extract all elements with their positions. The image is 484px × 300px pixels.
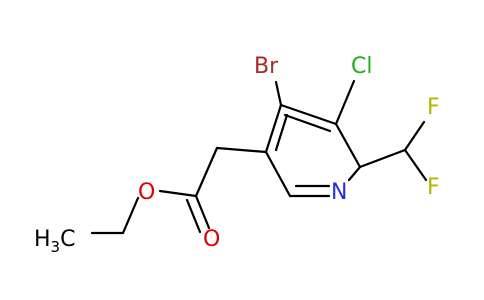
bond-c4-c3 [279,103,338,126]
bond-carbonyl-c-o [194,194,211,230]
bond-carbonyl-c-o-double [185,198,202,234]
bond-o-ch2-ethyl [121,196,140,235]
atom-br-label: Br [254,54,279,79]
bond-carbonyl-c-o-ester [158,189,198,198]
atom-f-top-label: F [427,95,440,120]
bond-chf2-f-top [403,120,426,152]
bond-c4-br [274,80,283,107]
atom-cl-label: Cl [351,54,372,79]
bond-chf2-f-bottom [403,148,428,182]
bond-c3-cl [334,79,356,126]
bond-c5-c4-inner [274,113,289,152]
bond-c4-c3-inner [283,113,332,133]
atom-o-ester-label: O [138,180,155,205]
bond-c5-ch2 [215,146,268,154]
atom-ch3-tail: C [60,227,75,252]
atom-ch3-main: H [34,227,51,252]
bond-c6-c5 [264,150,292,198]
bond-c2-n [347,165,362,182]
bond-c3-c2 [334,122,362,169]
atom-ch3-subscript: 3 [51,238,61,256]
bond-ch2-carbonyl-c [194,146,219,198]
atom-ch3-label: H3C [34,227,75,256]
atom-o-carbonyl-label: O [203,227,220,252]
atom-f-bottom-label: F [427,175,440,200]
bond-c2-chf2 [358,148,407,169]
bond-c5-c4 [264,103,283,154]
atom-n-label: N [331,180,347,205]
